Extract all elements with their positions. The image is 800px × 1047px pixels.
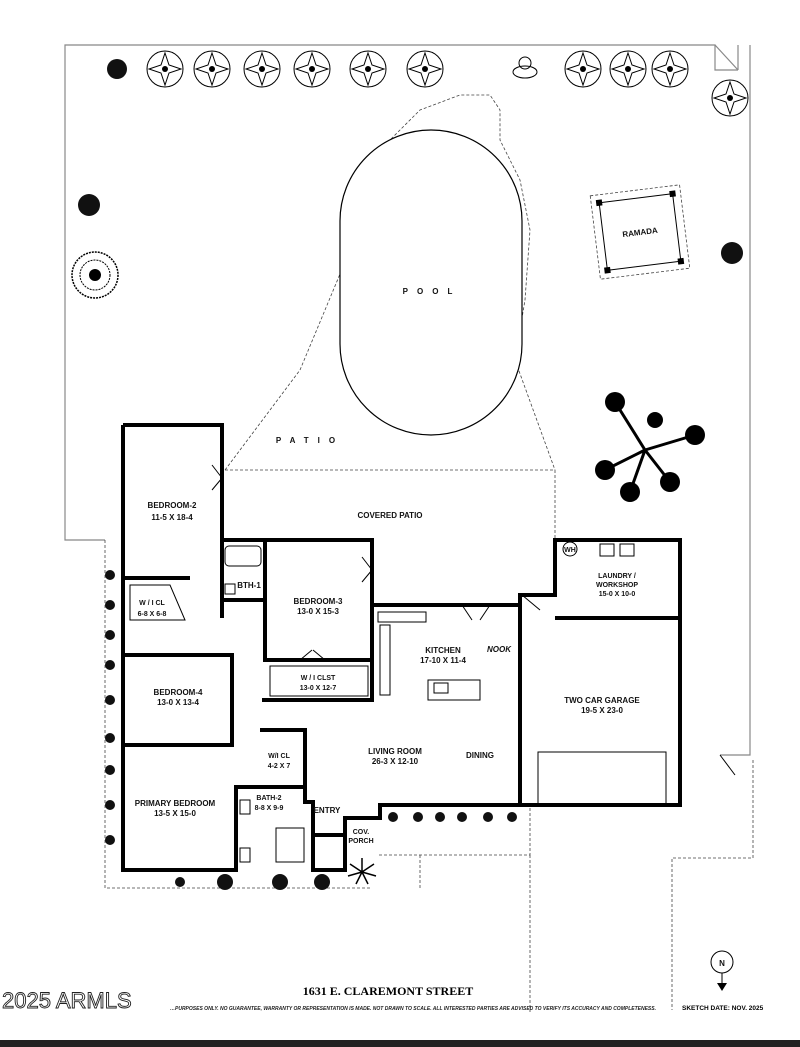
cov-porch-line2: PORCH — [348, 838, 373, 845]
shrub-row-front — [388, 812, 517, 822]
fence-lines — [104, 540, 754, 1012]
wicl-b2-name: W / I CL — [139, 600, 165, 607]
entry-label: ENTRY — [314, 806, 341, 815]
water-heater-label: WH — [564, 547, 576, 554]
bedroom2-dims: 11-5 X 18-4 — [151, 513, 193, 522]
kitchen-name: KITCHEN — [425, 646, 461, 655]
primary-dims: 13-5 X 15-0 — [154, 809, 196, 818]
garage-dims: 19-5 X 23-0 — [581, 706, 623, 715]
kitchen-dims: 17-10 X 11-4 — [420, 656, 466, 665]
covered-patio: COVERED PATIO — [225, 469, 556, 595]
wicl-p-name: W/I CL — [268, 753, 290, 760]
laundry-line1: LAUNDRY / — [598, 573, 636, 580]
wiclst-name: W / I CLST — [301, 675, 336, 682]
armls-watermark: 2025 ARMLS — [2, 988, 132, 1013]
covered-patio-label: COVERED PATIO — [357, 511, 422, 520]
disclaimer: …PURPOSES ONLY. NO GUARANTEE, WARRANTY O… — [170, 1006, 656, 1012]
north-label: N — [719, 959, 725, 968]
flower-icon — [651, 50, 689, 88]
shrub-icon — [78, 194, 100, 216]
bedroom2-name: BEDROOM-2 — [148, 501, 197, 510]
flower-icon — [609, 50, 647, 88]
palm-tree-icon — [71, 251, 119, 299]
ramada: RAMADA — [589, 184, 691, 280]
flower-icon — [406, 50, 444, 88]
nook-label: NOOK — [487, 645, 512, 654]
flower-icon — [243, 50, 281, 88]
shrub-row-bottom — [175, 874, 330, 890]
living-name: LIVING ROOM — [368, 747, 422, 756]
property-boundary — [64, 44, 751, 756]
north-arrow-icon — [717, 983, 727, 991]
shrub-icon — [107, 59, 127, 79]
garage-name: TWO CAR GARAGE — [564, 696, 640, 705]
tree-icon — [595, 392, 705, 502]
bath2-name: BATH-2 — [256, 795, 281, 802]
interior-details — [129, 464, 736, 863]
cov-porch-line1: COV. — [353, 829, 370, 836]
bedroom4-name: BEDROOM-4 — [154, 688, 203, 697]
laundry-dims: 15-0 X 10-0 — [599, 591, 636, 598]
flower-icon — [711, 79, 749, 117]
bedroom3-dims: 13-0 X 15-3 — [297, 607, 339, 616]
room-labels: BEDROOM-2 11-5 X 18-4 W / I CL 6-8 X 6-8… — [135, 501, 641, 845]
patio-label: PATIO — [276, 436, 344, 445]
dining-label: DINING — [466, 751, 494, 760]
flower-icon — [349, 50, 387, 88]
bth1-label: BTH-1 — [237, 581, 261, 590]
wicl-p-dims: 4-2 X 7 — [268, 763, 291, 770]
bottom-bar — [0, 1040, 800, 1047]
laundry-line2: WORKSHOP — [596, 582, 638, 589]
bath2-dims: 8-8 X 9-9 — [255, 805, 284, 812]
pool-label: POOL — [403, 287, 462, 296]
bedroom4-dims: 13-0 X 13-4 — [157, 698, 199, 707]
shrub-row-left — [105, 570, 115, 845]
flower-icon — [293, 50, 331, 88]
flower-icon — [146, 50, 184, 88]
living-dims: 26-3 X 12-10 — [372, 757, 419, 766]
ramada-label: RAMADA — [622, 226, 659, 239]
pool: POOL — [339, 129, 523, 436]
wiclst-dims: 13-0 X 12-7 — [300, 685, 337, 692]
shrub-icon — [721, 242, 743, 264]
flower-icon — [193, 50, 231, 88]
flower-icon — [564, 50, 602, 88]
landscaping — [71, 50, 749, 890]
address-title: 1631 E. CLAREMONT STREET — [303, 984, 473, 998]
wicl-b2-dims: 6-8 X 6-8 — [138, 611, 167, 618]
bedroom3-name: BEDROOM-3 — [294, 597, 343, 606]
north-arrow: N — [710, 950, 734, 991]
agave-icon — [347, 858, 377, 885]
house-walls — [121, 423, 682, 872]
planter-icon — [512, 56, 538, 79]
primary-name: PRIMARY BEDROOM — [135, 799, 216, 808]
sketch-date: SKETCH DATE: NOV. 2025 — [682, 1005, 764, 1012]
